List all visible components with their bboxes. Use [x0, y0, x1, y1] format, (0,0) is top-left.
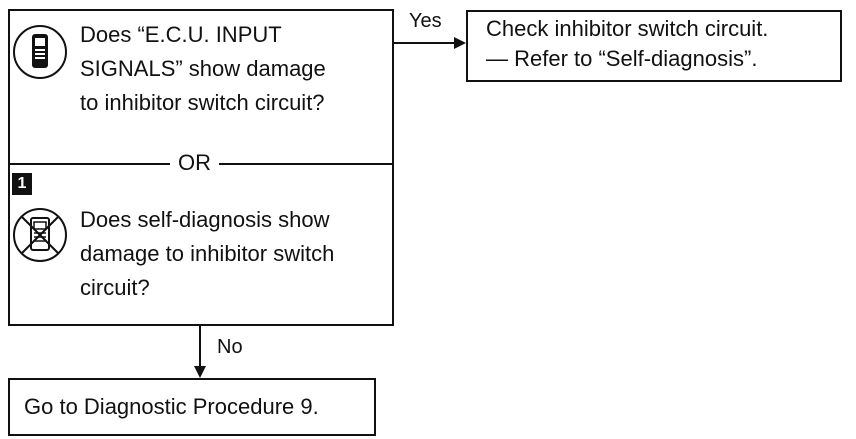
- no-label: No: [217, 336, 243, 358]
- step-number-badge: 1: [12, 173, 32, 195]
- yes-label: Yes: [409, 10, 442, 32]
- question-2-line-2: damage to inhibitor switch: [80, 241, 335, 266]
- no-result-text: Go to Diagnostic Procedure 9.: [24, 394, 319, 419]
- yes-arrowhead: [454, 37, 466, 49]
- consult-tester-icon: [13, 25, 67, 79]
- no-result-box: [8, 378, 376, 436]
- no-arrowhead: [194, 366, 206, 378]
- no-consult-tester-icon: [13, 208, 67, 262]
- or-label: OR: [170, 150, 219, 176]
- question-2-line-1: Does self-diagnosis show: [80, 207, 330, 232]
- yes-result-box: [466, 10, 842, 82]
- question-1-line-1: Does “E.C.U. INPUT: [80, 22, 282, 47]
- question-1-line-3: to inhibitor switch circuit?: [80, 90, 325, 115]
- question-1-line-2: SIGNALS” show damage: [80, 56, 326, 81]
- yes-result-line-1: Check inhibitor switch circuit.: [486, 16, 769, 41]
- question-2-line-3: circuit?: [80, 275, 150, 300]
- yes-result-line-2: — Refer to “Self-diagnosis”.: [486, 46, 758, 71]
